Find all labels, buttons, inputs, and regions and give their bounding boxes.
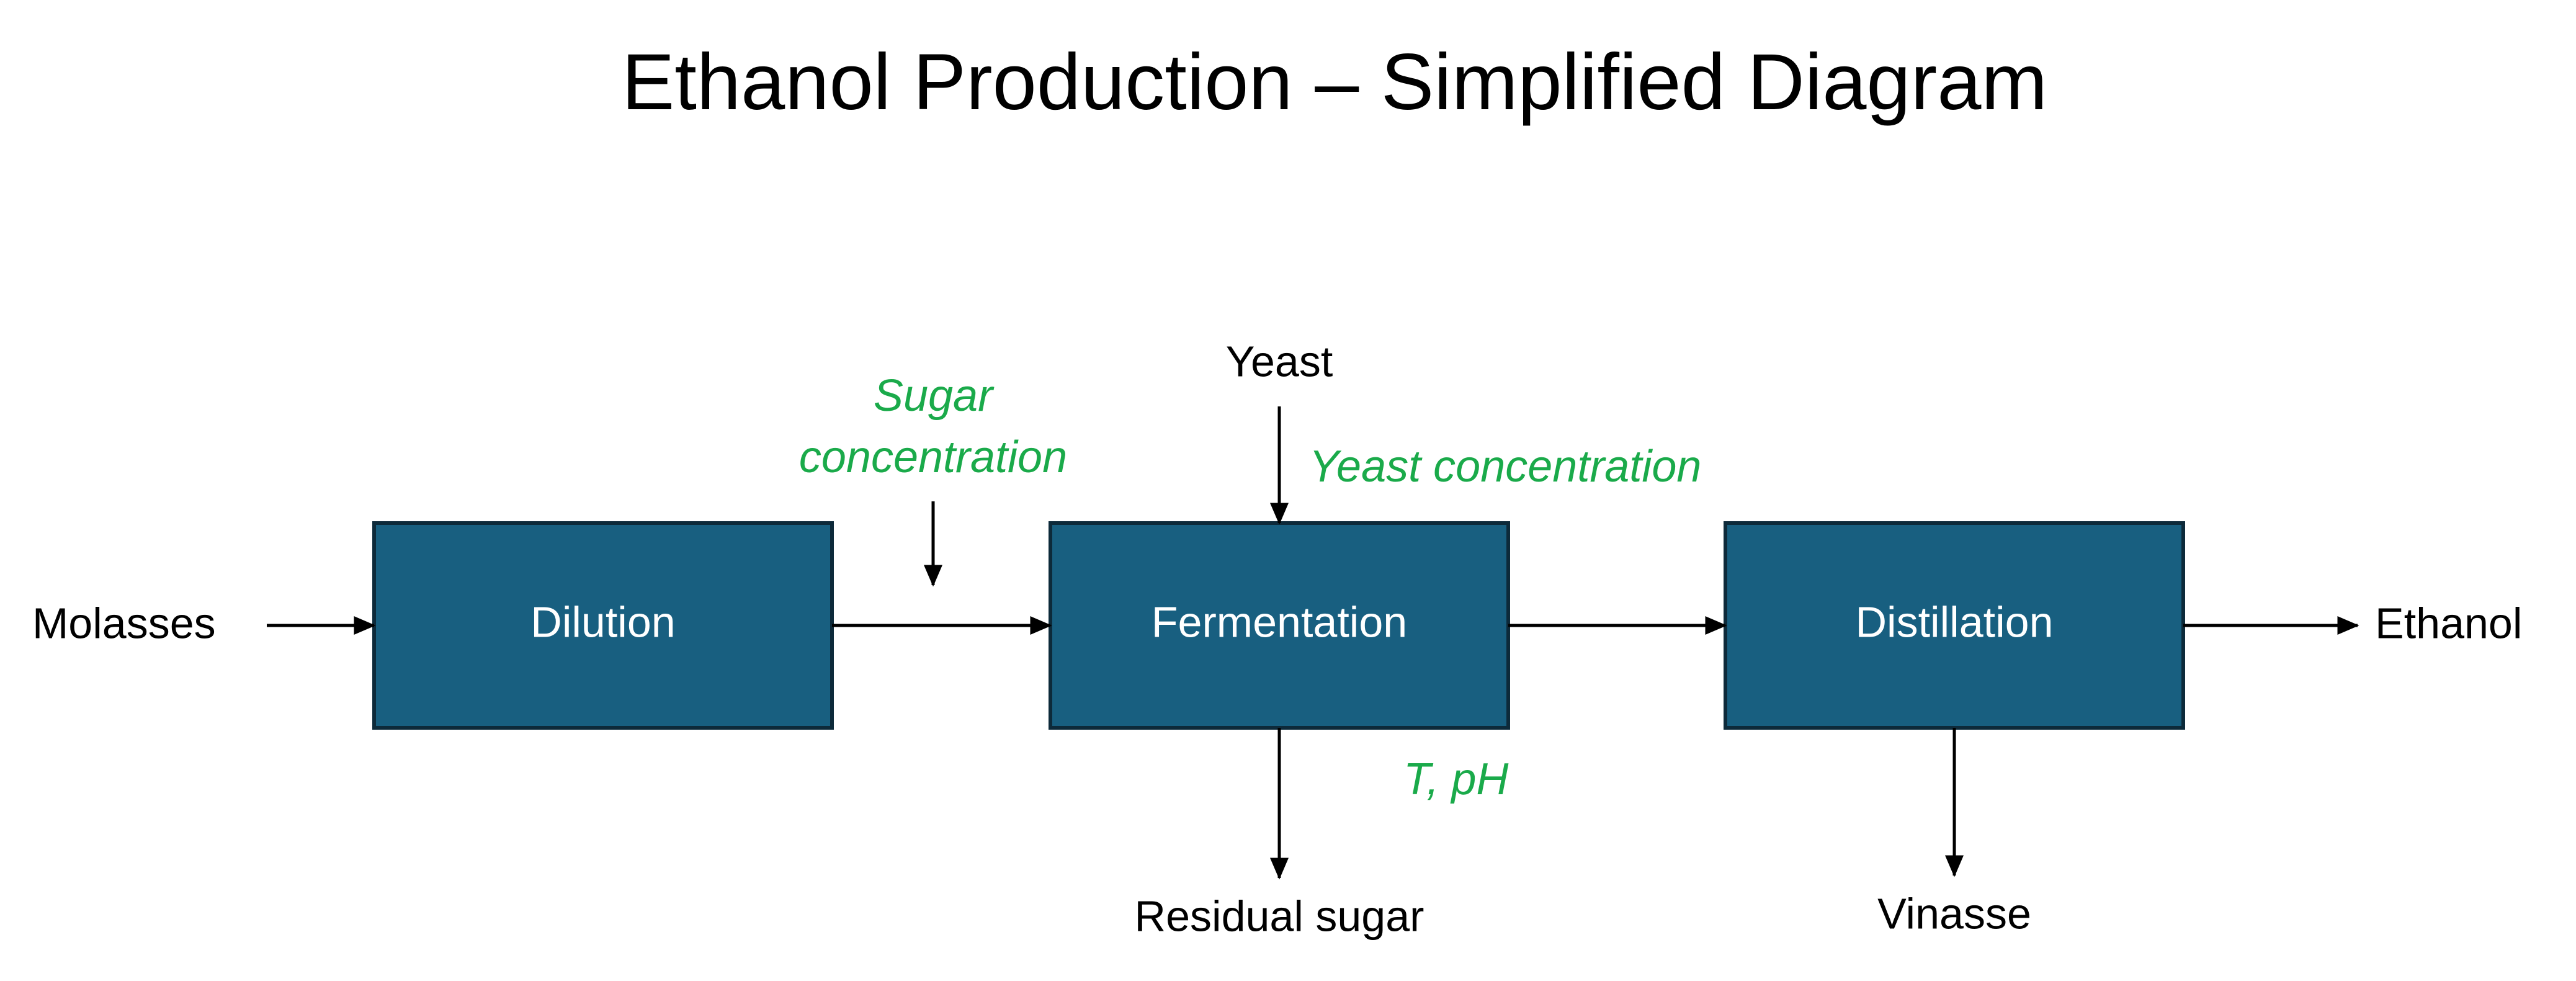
vinasse-label: Vinasse bbox=[1877, 889, 2031, 938]
diagram-title: Ethanol Production – Simplified Diagram bbox=[621, 38, 2048, 127]
dilution-label: Dilution bbox=[530, 598, 675, 646]
sugar-concentration-label-line1: Sugar bbox=[874, 371, 995, 421]
dilution-box bbox=[372, 521, 834, 730]
fermentation-label: Fermentation bbox=[1152, 598, 1407, 646]
dilution-block: Dilution bbox=[372, 521, 834, 730]
ethanol-label: Ethanol bbox=[2375, 599, 2522, 647]
distillation-label: Distillation bbox=[1856, 598, 2054, 646]
residual-sugar-label: Residual sugar bbox=[1135, 892, 1424, 940]
molasses-label: Molasses bbox=[32, 599, 216, 647]
yeast-label: Yeast bbox=[1226, 337, 1333, 385]
distillation-box bbox=[1724, 521, 2185, 730]
fermentation-block: Fermentation bbox=[1049, 521, 1510, 730]
distillation-block: Distillation bbox=[1724, 521, 2185, 730]
temperature-ph-label: T, pH bbox=[1403, 755, 1509, 804]
sugar-concentration-label-line2: concentration bbox=[799, 432, 1067, 482]
yeast-concentration-label: Yeast concentration bbox=[1309, 442, 1701, 491]
